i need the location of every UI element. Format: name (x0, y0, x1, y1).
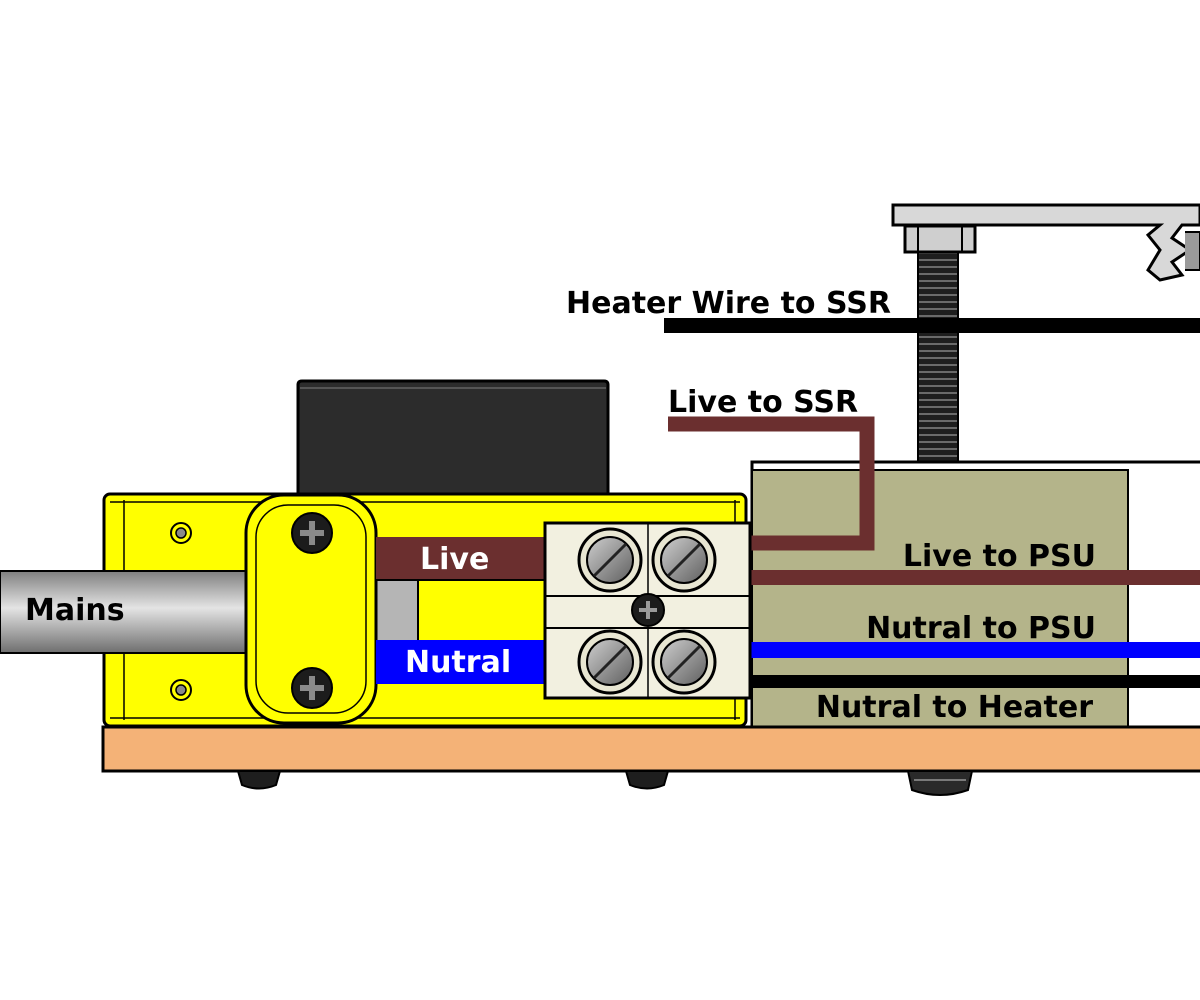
nutral-to-psu-label: Nutral to PSU (866, 611, 1096, 646)
live-wire (376, 537, 548, 579)
base-plate (101, 725, 1200, 773)
nutral-label: Nutral (405, 645, 511, 680)
terminal-center-screw (631, 593, 665, 627)
cable-clamp (244, 493, 378, 725)
nutral-to-heater-label: Nutral to Heater (816, 690, 1093, 725)
live-to-ssr-wire (668, 416, 875, 551)
threaded-rod (917, 249, 959, 463)
heater-wire-to-ssr-label: Heater Wire to SSR (566, 286, 891, 321)
mains-label: Mains (25, 593, 125, 628)
aluminium-extrusion (891, 203, 1200, 282)
heater-wire (664, 318, 1200, 333)
terminal-screw-4 (651, 629, 717, 695)
nutral-wire (376, 640, 548, 684)
live-to-psu-wire (750, 570, 1200, 585)
switch-module (296, 379, 610, 498)
terminal-screw-3 (577, 629, 643, 695)
live-label: Live (420, 542, 489, 577)
mains-cable (0, 570, 261, 654)
clamp-screw-bottom (291, 667, 333, 709)
clamp-screw-top (291, 512, 333, 554)
nutral-to-psu-wire (750, 642, 1200, 658)
nutral-to-heater-wire (750, 675, 1200, 688)
hex-nut (903, 224, 977, 254)
mounting-screws (236, 770, 974, 796)
live-to-psu-label: Live to PSU (903, 539, 1096, 574)
terminal-screw-1 (577, 527, 643, 593)
terminal-screw-2 (651, 527, 717, 593)
live-to-ssr-label: Live to SSR (668, 385, 858, 420)
cable-core (369, 579, 547, 645)
